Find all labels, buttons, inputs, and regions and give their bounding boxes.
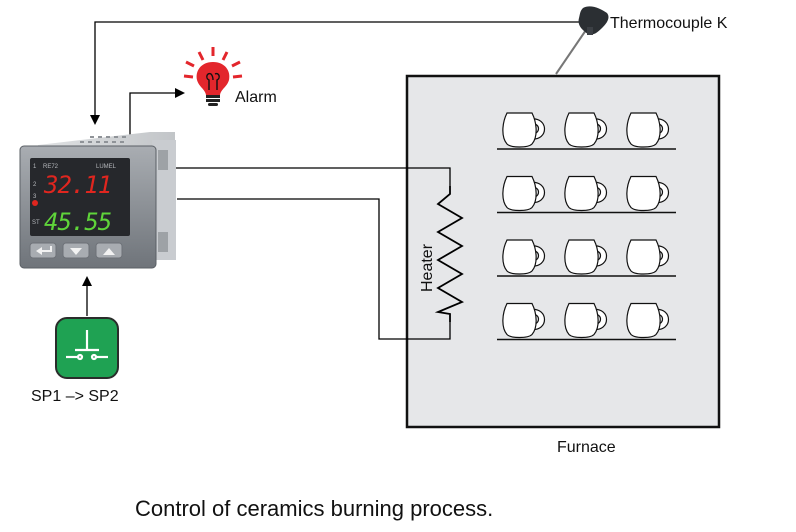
status-led [32,200,38,206]
cup-icon [502,302,546,339]
diagram-caption: Control of ceramics burning process. [135,496,493,521]
row-label-1: 1 [33,164,37,170]
enter-button[interactable] [29,242,57,259]
thermocouple-icon [555,6,609,75]
cup-icon [564,175,608,212]
cup-icon [626,239,670,275]
controller-model: RE72 [43,164,59,170]
up-button[interactable] [95,242,123,259]
alarm-output-wire [129,88,185,140]
push-button-icon [66,330,108,361]
switch-label: SP1 –> SP2 [31,388,119,405]
cup-icon [564,112,608,148]
row-label-3: 3 [33,194,37,200]
row-label-2: 2 [33,182,37,188]
cup-icon [564,239,608,275]
alarm-label: Alarm [235,89,277,106]
temperature-controller: RE72 LUMEL 1 2 3 ST 32.11 45.55 [19,132,176,269]
enter-icon [36,246,52,255]
cup-icon [564,302,608,339]
furnace-shelves [497,112,676,341]
alarm-bulb-icon [183,47,243,106]
setpoint-switch-button[interactable] [55,317,119,379]
row-label-st: ST [32,220,40,226]
cup-icon [626,302,670,339]
heater-coil [434,186,465,322]
display-process-value: 32.11 [43,171,111,199]
furnace-label: Furnace [557,439,616,456]
heater-label: Heater [419,243,436,292]
heater-supply-wires [172,167,451,340]
down-button[interactable] [62,242,90,259]
cup-icon [502,175,546,212]
display-setpoint-value: 45.55 [44,208,111,236]
cup-icon [626,175,670,212]
up-arrow-icon [103,248,115,255]
thermocouple-feedback-wire [90,21,585,125]
down-arrow-icon [70,248,82,255]
thermocouple-label: Thermocouple K [610,15,728,32]
controller-brand: LUMEL [96,164,117,170]
cup-icon [502,112,546,148]
cup-icon [626,112,670,148]
cup-icon [502,239,546,275]
